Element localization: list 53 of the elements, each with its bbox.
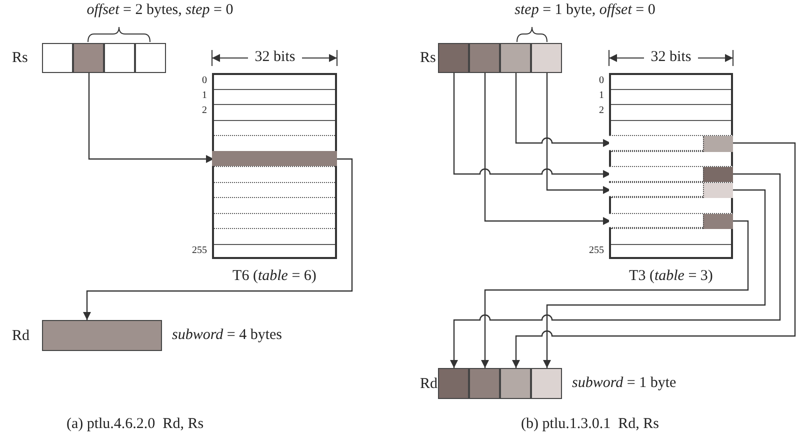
table-row (609, 213, 733, 228)
row-index: 2 (201, 105, 207, 116)
caption-text: subword = 1 byte (572, 375, 676, 391)
table-row (609, 135, 733, 151)
register-byte (500, 368, 531, 399)
subfigure-caption: (b) ptlu.1.3.0.1 Rd, Rs (520, 416, 660, 432)
arrow (515, 73, 611, 147)
register (420, 368, 563, 399)
table-caption: T6 (table = 6) (232, 268, 318, 284)
register-byte (438, 43, 469, 73)
arrow (512, 142, 796, 368)
parameter-note: offset = 2 bytes, step = 0 (86, 2, 234, 18)
row-index: 255 (588, 245, 604, 256)
parameter-note: step = 1 byte, offset = 0 (514, 2, 656, 18)
register-name: Rs (12, 50, 28, 66)
register-byte (438, 368, 469, 399)
register-byte (73, 43, 104, 73)
arrow (481, 220, 749, 368)
register-byte (135, 43, 166, 73)
register-byte (531, 43, 562, 73)
dimension-text: 32 bits (650, 49, 692, 65)
register-byte (469, 43, 500, 73)
subfigure-caption: (a) ptlu.4.6.2.0 Rd, Rs (65, 416, 205, 432)
row-index: 0 (201, 75, 207, 86)
arrow (546, 73, 611, 194)
register (12, 320, 162, 351)
caption-text: subword = 4 bytes (172, 327, 282, 343)
row-index: 1 (201, 90, 207, 101)
register-byte (42, 43, 73, 73)
register-name: Rs (420, 50, 436, 66)
row-index: 0 (598, 75, 604, 86)
dimension-text: 32 bits (254, 49, 296, 65)
register (12, 43, 166, 73)
register-byte (531, 368, 562, 399)
table-row (609, 182, 733, 197)
table-caption: T3 (table = 3) (628, 268, 714, 284)
row-index: 1 (598, 90, 604, 101)
register-byte (104, 43, 135, 73)
arrow (450, 173, 781, 368)
arrow (543, 189, 766, 368)
arrow (484, 73, 611, 225)
row-index: 2 (598, 105, 604, 116)
register-byte (469, 368, 500, 399)
row-index: 255 (191, 245, 207, 256)
register-name: Rd (12, 328, 30, 344)
arrow (88, 73, 214, 163)
table-row (212, 151, 337, 166)
arrow (83, 158, 353, 320)
register (420, 43, 562, 73)
table-row (609, 166, 733, 182)
arrow (453, 73, 611, 178)
register-name: Rd (420, 376, 438, 392)
register-byte (500, 43, 531, 73)
